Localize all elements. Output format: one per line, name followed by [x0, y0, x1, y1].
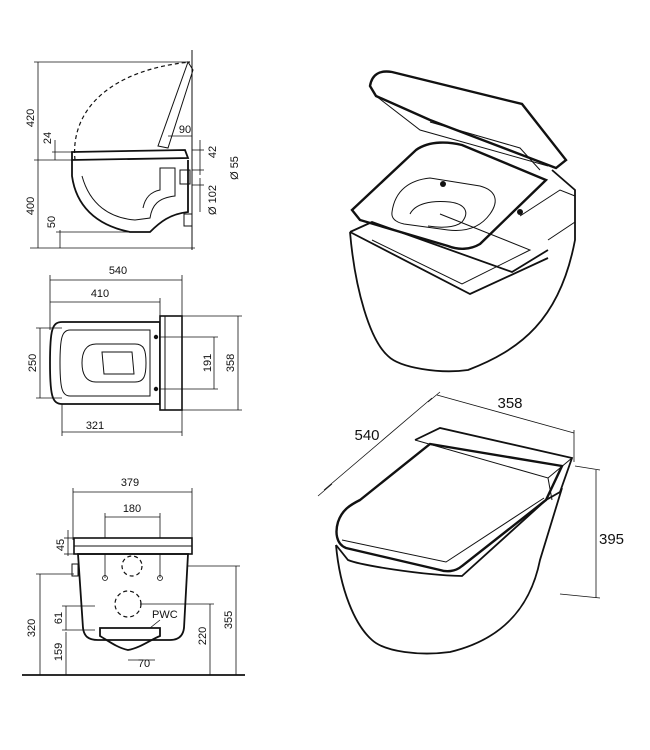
- dim-rear-total-height: 355: [223, 611, 235, 629]
- plan-outlet: [101, 351, 135, 375]
- iso-open-rim: [349, 221, 549, 296]
- bowl-profile: [71, 160, 189, 233]
- dim-bottom-offset: 50: [46, 216, 58, 228]
- iso-open-seat-hole: [391, 177, 496, 231]
- rear-view: 379 180 PWC 45 320 61 1: [22, 477, 245, 676]
- dim-iso-length: 540: [354, 427, 379, 444]
- dim-inner-width: 250: [27, 354, 39, 372]
- inlet-stub: [183, 213, 193, 227]
- dim-rear-fixing-spacing: 180: [123, 503, 141, 515]
- iso-closed-lid-edge: [341, 497, 545, 563]
- dim-rear-top-offset: 45: [55, 539, 67, 551]
- side-view: 420 400 24 50 90 42 Ø 55 Ø 102: [25, 50, 241, 250]
- iso-open-lid-edge: [375, 95, 549, 167]
- rear-side-stub: [71, 563, 79, 577]
- plan-seat: [59, 329, 151, 397]
- lid-swing-arc: [74, 61, 191, 161]
- dim-inlet-height: 61: [53, 612, 65, 624]
- rear-outlet: [99, 627, 161, 651]
- dim-pan-height: 220: [197, 627, 209, 645]
- plan-tank-block: [159, 315, 183, 411]
- fixing-point-top: [153, 334, 159, 340]
- dim-lower-height: 400: [25, 197, 37, 215]
- iso-closed-rim: [335, 499, 547, 577]
- rear-fixing-left: [102, 575, 108, 581]
- seat-profile: [71, 149, 190, 161]
- dim-iso-height: 395: [599, 531, 624, 548]
- iso-closed-bowl: [335, 487, 563, 655]
- trap-outline: [81, 167, 176, 221]
- dim-bowl-length: 410: [91, 288, 109, 300]
- dim-seat-length: 321: [86, 420, 104, 432]
- dim-seat-thickness: 24: [42, 132, 54, 144]
- iso-open-nozzle: [440, 181, 446, 187]
- rear-inlet-circle: [121, 555, 143, 577]
- dim-overall-length: 540: [109, 265, 127, 277]
- rear-body: [77, 553, 189, 641]
- dim-plan-width: 358: [225, 354, 237, 372]
- iso-open-tank: [519, 189, 576, 241]
- plan-outline: [49, 321, 161, 405]
- iso-open-bowl: [349, 169, 576, 373]
- outlet-stub: [179, 169, 191, 185]
- iso-closed-lid: [335, 442, 564, 573]
- rear-fixing-right: [157, 575, 163, 581]
- iso-open-inner: [371, 213, 532, 285]
- dim-top-offset: 42: [207, 146, 219, 158]
- dim-outlet-diameter: Ø 102: [207, 185, 219, 215]
- dim-outlet-width: 70: [138, 658, 150, 670]
- dim-inlet-offset: 159: [53, 643, 65, 661]
- plan-view: 540 410 250 191 358 321: [27, 265, 242, 436]
- rear-waste-circle: [114, 590, 142, 618]
- dim-iso-width: 358: [497, 395, 522, 412]
- dim-top-depth: 90: [179, 124, 191, 136]
- iso-open-view: [349, 70, 576, 373]
- raised-lid: [157, 60, 194, 149]
- iso-open-bowl-well: [409, 201, 467, 228]
- dim-inlet-diameter: Ø 55: [229, 156, 241, 180]
- fixing-point-bottom: [153, 386, 159, 392]
- dim-waste-height: 320: [26, 619, 38, 637]
- dim-rear-overall-width: 379: [121, 477, 139, 489]
- dim-fixing-spacing: 191: [202, 354, 214, 372]
- iso-closed-view: 540 358 395: [317, 391, 624, 655]
- iso-open-hinge: [429, 121, 541, 171]
- plan-bowl: [81, 343, 147, 383]
- pwc-label: PWC: [152, 609, 178, 621]
- iso-open-lid: [368, 70, 568, 170]
- dim-total-height: 420: [25, 109, 37, 127]
- iso-open-nozzle-2: [517, 209, 523, 215]
- iso-open-seat: [350, 141, 549, 250]
